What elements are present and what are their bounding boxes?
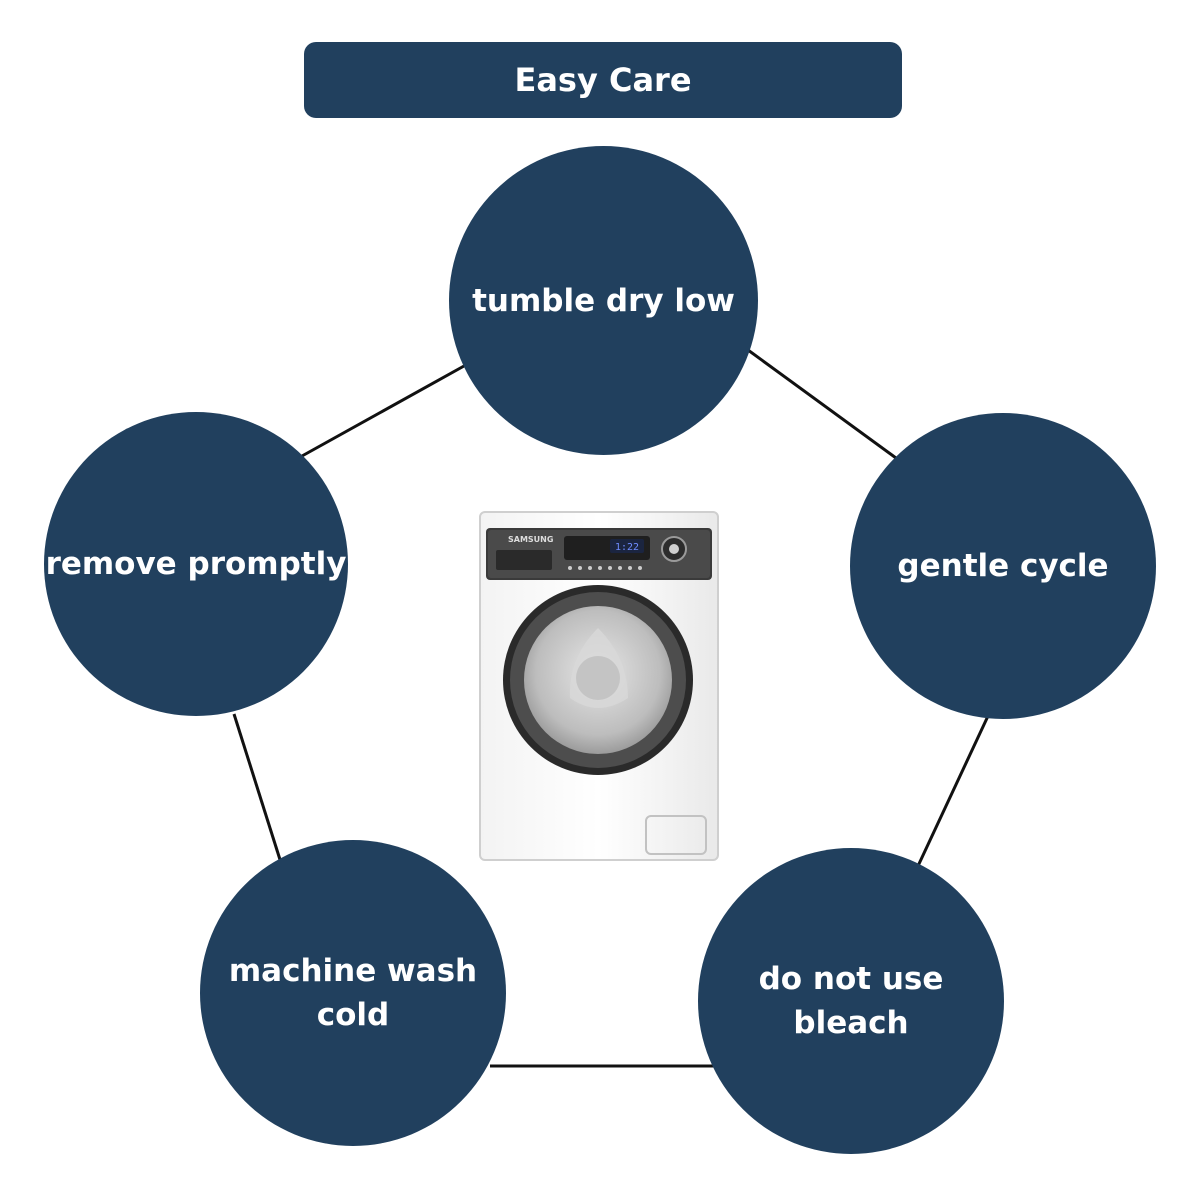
machine-brand: SAMSUNG (508, 535, 553, 544)
connector-top-right (748, 350, 896, 458)
connector-right-bottom-right (918, 716, 988, 866)
care-label-remove-promptly: remove promptly (46, 542, 347, 586)
care-label-tumble-dry: tumble dry low (472, 279, 735, 323)
care-node-machine-wash: machine wash cold (200, 840, 506, 1146)
care-node-tumble-dry: tumble dry low (449, 146, 758, 455)
connector-top-left (302, 366, 464, 456)
care-label-no-bleach: do not use bleach (759, 957, 944, 1045)
care-label-machine-wash: machine wash cold (229, 949, 477, 1037)
care-label-gentle-cycle: gentle cycle (897, 544, 1108, 588)
machine-display: 1:22 (615, 542, 639, 553)
washing-machine-icon: SAMSUNG 1:22 (478, 508, 722, 862)
care-node-remove-promptly: remove promptly (44, 412, 348, 716)
care-node-gentle-cycle: gentle cycle (850, 413, 1156, 719)
care-node-no-bleach: do not use bleach (698, 848, 1004, 1154)
connector-left-bottom-left (234, 714, 282, 866)
